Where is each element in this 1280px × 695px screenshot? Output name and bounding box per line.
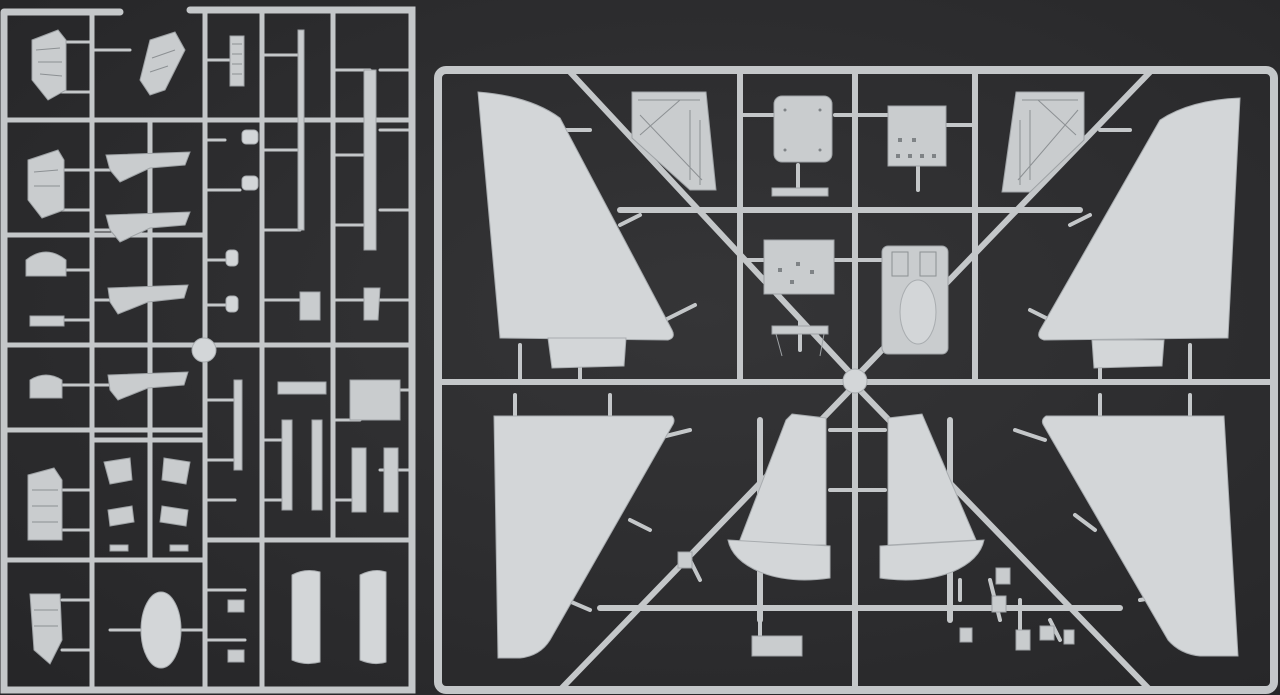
canopy-part — [881, 245, 949, 355]
ventral-fin-left-root — [727, 539, 831, 581]
small-parts — [191, 29, 401, 513]
frame-bracket-lower — [771, 325, 829, 357]
left-sprue — [0, 6, 416, 694]
sprue-attachment-point — [191, 337, 217, 363]
truss-panel-left — [631, 91, 717, 191]
truss-panel-right — [1001, 91, 1085, 193]
wheel-parts — [140, 570, 387, 669]
center-panel-upper — [773, 95, 833, 163]
left-sprue-runners — [1, 9, 415, 693]
small-bottom-parts — [677, 551, 1075, 657]
cockpit-side-panels — [25, 29, 67, 665]
sprue-center-hub — [842, 368, 868, 394]
bracket-parts — [103, 31, 191, 552]
rudder-tab-left — [547, 337, 627, 369]
center-panel-middle — [763, 239, 835, 295]
right-sprue — [434, 66, 1278, 694]
tail-fin-upper-left — [477, 91, 674, 341]
rudder-tab-right — [1091, 339, 1165, 369]
tail-fin-upper-right — [1038, 97, 1241, 341]
stabilizer-lower-left — [493, 415, 675, 659]
ventral-fin-right-root — [879, 539, 985, 581]
left-sprue-frame — [0, 6, 416, 694]
frame-bracket — [771, 187, 829, 197]
stabilizer-lower-right — [1041, 415, 1239, 657]
